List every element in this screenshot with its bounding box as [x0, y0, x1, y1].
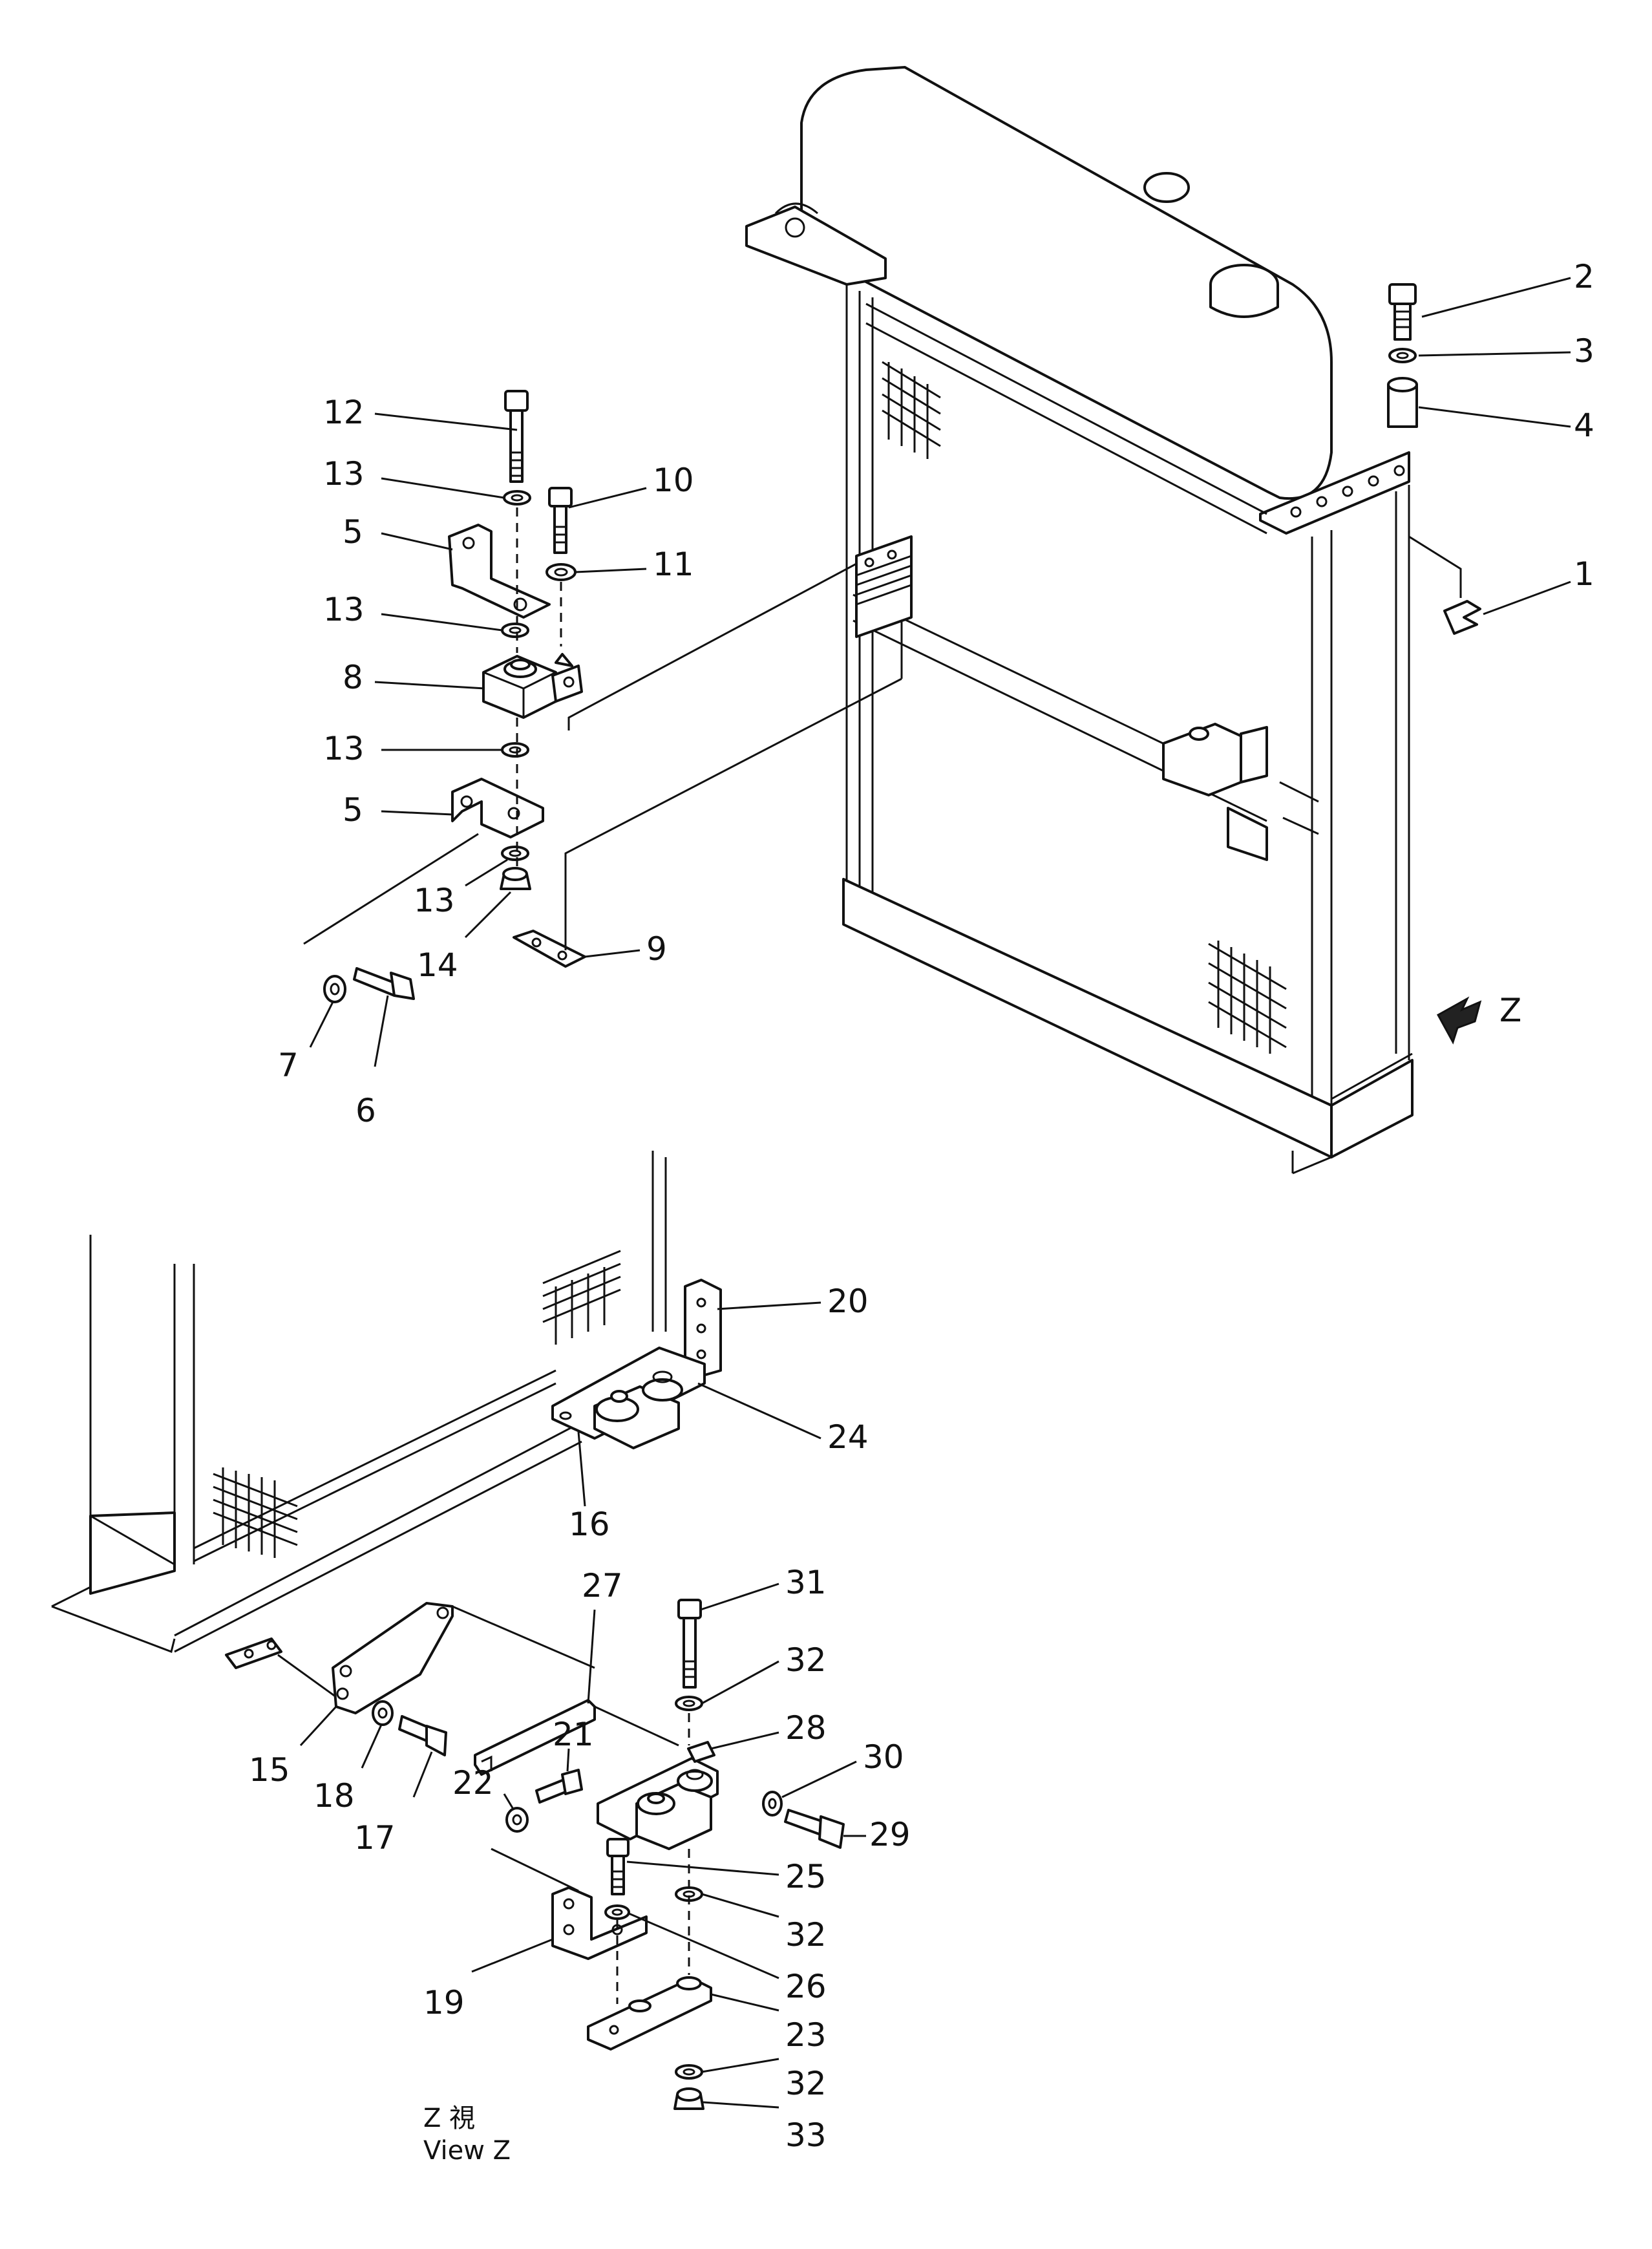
- callout-27: 27: [582, 1567, 623, 1604]
- callout-5-b: 5: [343, 791, 363, 829]
- upper-mount-exploded: [303, 390, 913, 1003]
- lower-view-z-assembly: [51, 1151, 845, 2110]
- callout-9: 9: [646, 930, 667, 968]
- callout-30: 30: [863, 1738, 904, 1776]
- callout-17: 17: [354, 1819, 396, 1857]
- callout-28: 28: [785, 1709, 827, 1747]
- callout-6: 6: [355, 1092, 376, 1129]
- callout-2: 2: [1574, 258, 1594, 295]
- callout-25: 25: [785, 1858, 827, 1895]
- callout-19: 19: [423, 1984, 465, 2021]
- callout-21: 21: [553, 1716, 594, 1753]
- callout-26: 26: [785, 1968, 827, 2005]
- callout-16: 16: [569, 1506, 610, 1543]
- view-caption-en: View Z: [423, 2136, 511, 2166]
- callout-12: 12: [323, 394, 365, 431]
- callout-10: 10: [653, 462, 694, 499]
- callout-3: 3: [1574, 332, 1594, 370]
- callout-15: 15: [249, 1751, 290, 1789]
- callout-20: 20: [827, 1283, 869, 1320]
- callout-1: 1: [1574, 555, 1594, 593]
- callout-13-d: 13: [414, 882, 455, 919]
- callout-32-b: 32: [785, 1916, 827, 1954]
- callout-7: 7: [278, 1047, 299, 1084]
- parts-stack-right: [1387, 283, 1481, 635]
- callout-14: 14: [417, 946, 458, 984]
- callout-22: 22: [452, 1764, 494, 1802]
- view-z-arrow: [1436, 996, 1482, 1045]
- callout-31: 31: [785, 1564, 827, 1601]
- callout-13-a: 13: [323, 455, 365, 493]
- callout-13-b: 13: [323, 591, 365, 628]
- view-caption-jp: Z 視: [423, 2104, 475, 2133]
- callout-18: 18: [313, 1777, 355, 1815]
- callout-32-c: 32: [785, 2065, 827, 2102]
- radiator-mesh-lower: [1208, 941, 1287, 1054]
- callout-5-a: 5: [343, 513, 363, 551]
- callout-32-a: 32: [785, 1641, 827, 1679]
- callout-23: 23: [785, 2016, 827, 2054]
- leader-lines: [299, 277, 1571, 2109]
- callout-labels: 2 3 4 1 12 13 10 11 5 13 8 13 5 13 14 9 …: [249, 258, 1594, 2154]
- radiator-mesh-upper: [882, 361, 941, 459]
- radiator-assembly: [745, 66, 1414, 1175]
- callout-4: 4: [1574, 407, 1594, 444]
- callout-24: 24: [827, 1418, 869, 1456]
- callout-29: 29: [869, 1816, 911, 1853]
- callout-33: 33: [785, 2116, 827, 2154]
- callout-8: 8: [343, 659, 363, 696]
- callout-13-c: 13: [323, 730, 365, 767]
- view-z-arrow-label: Z: [1499, 992, 1521, 1029]
- callout-11: 11: [653, 546, 694, 583]
